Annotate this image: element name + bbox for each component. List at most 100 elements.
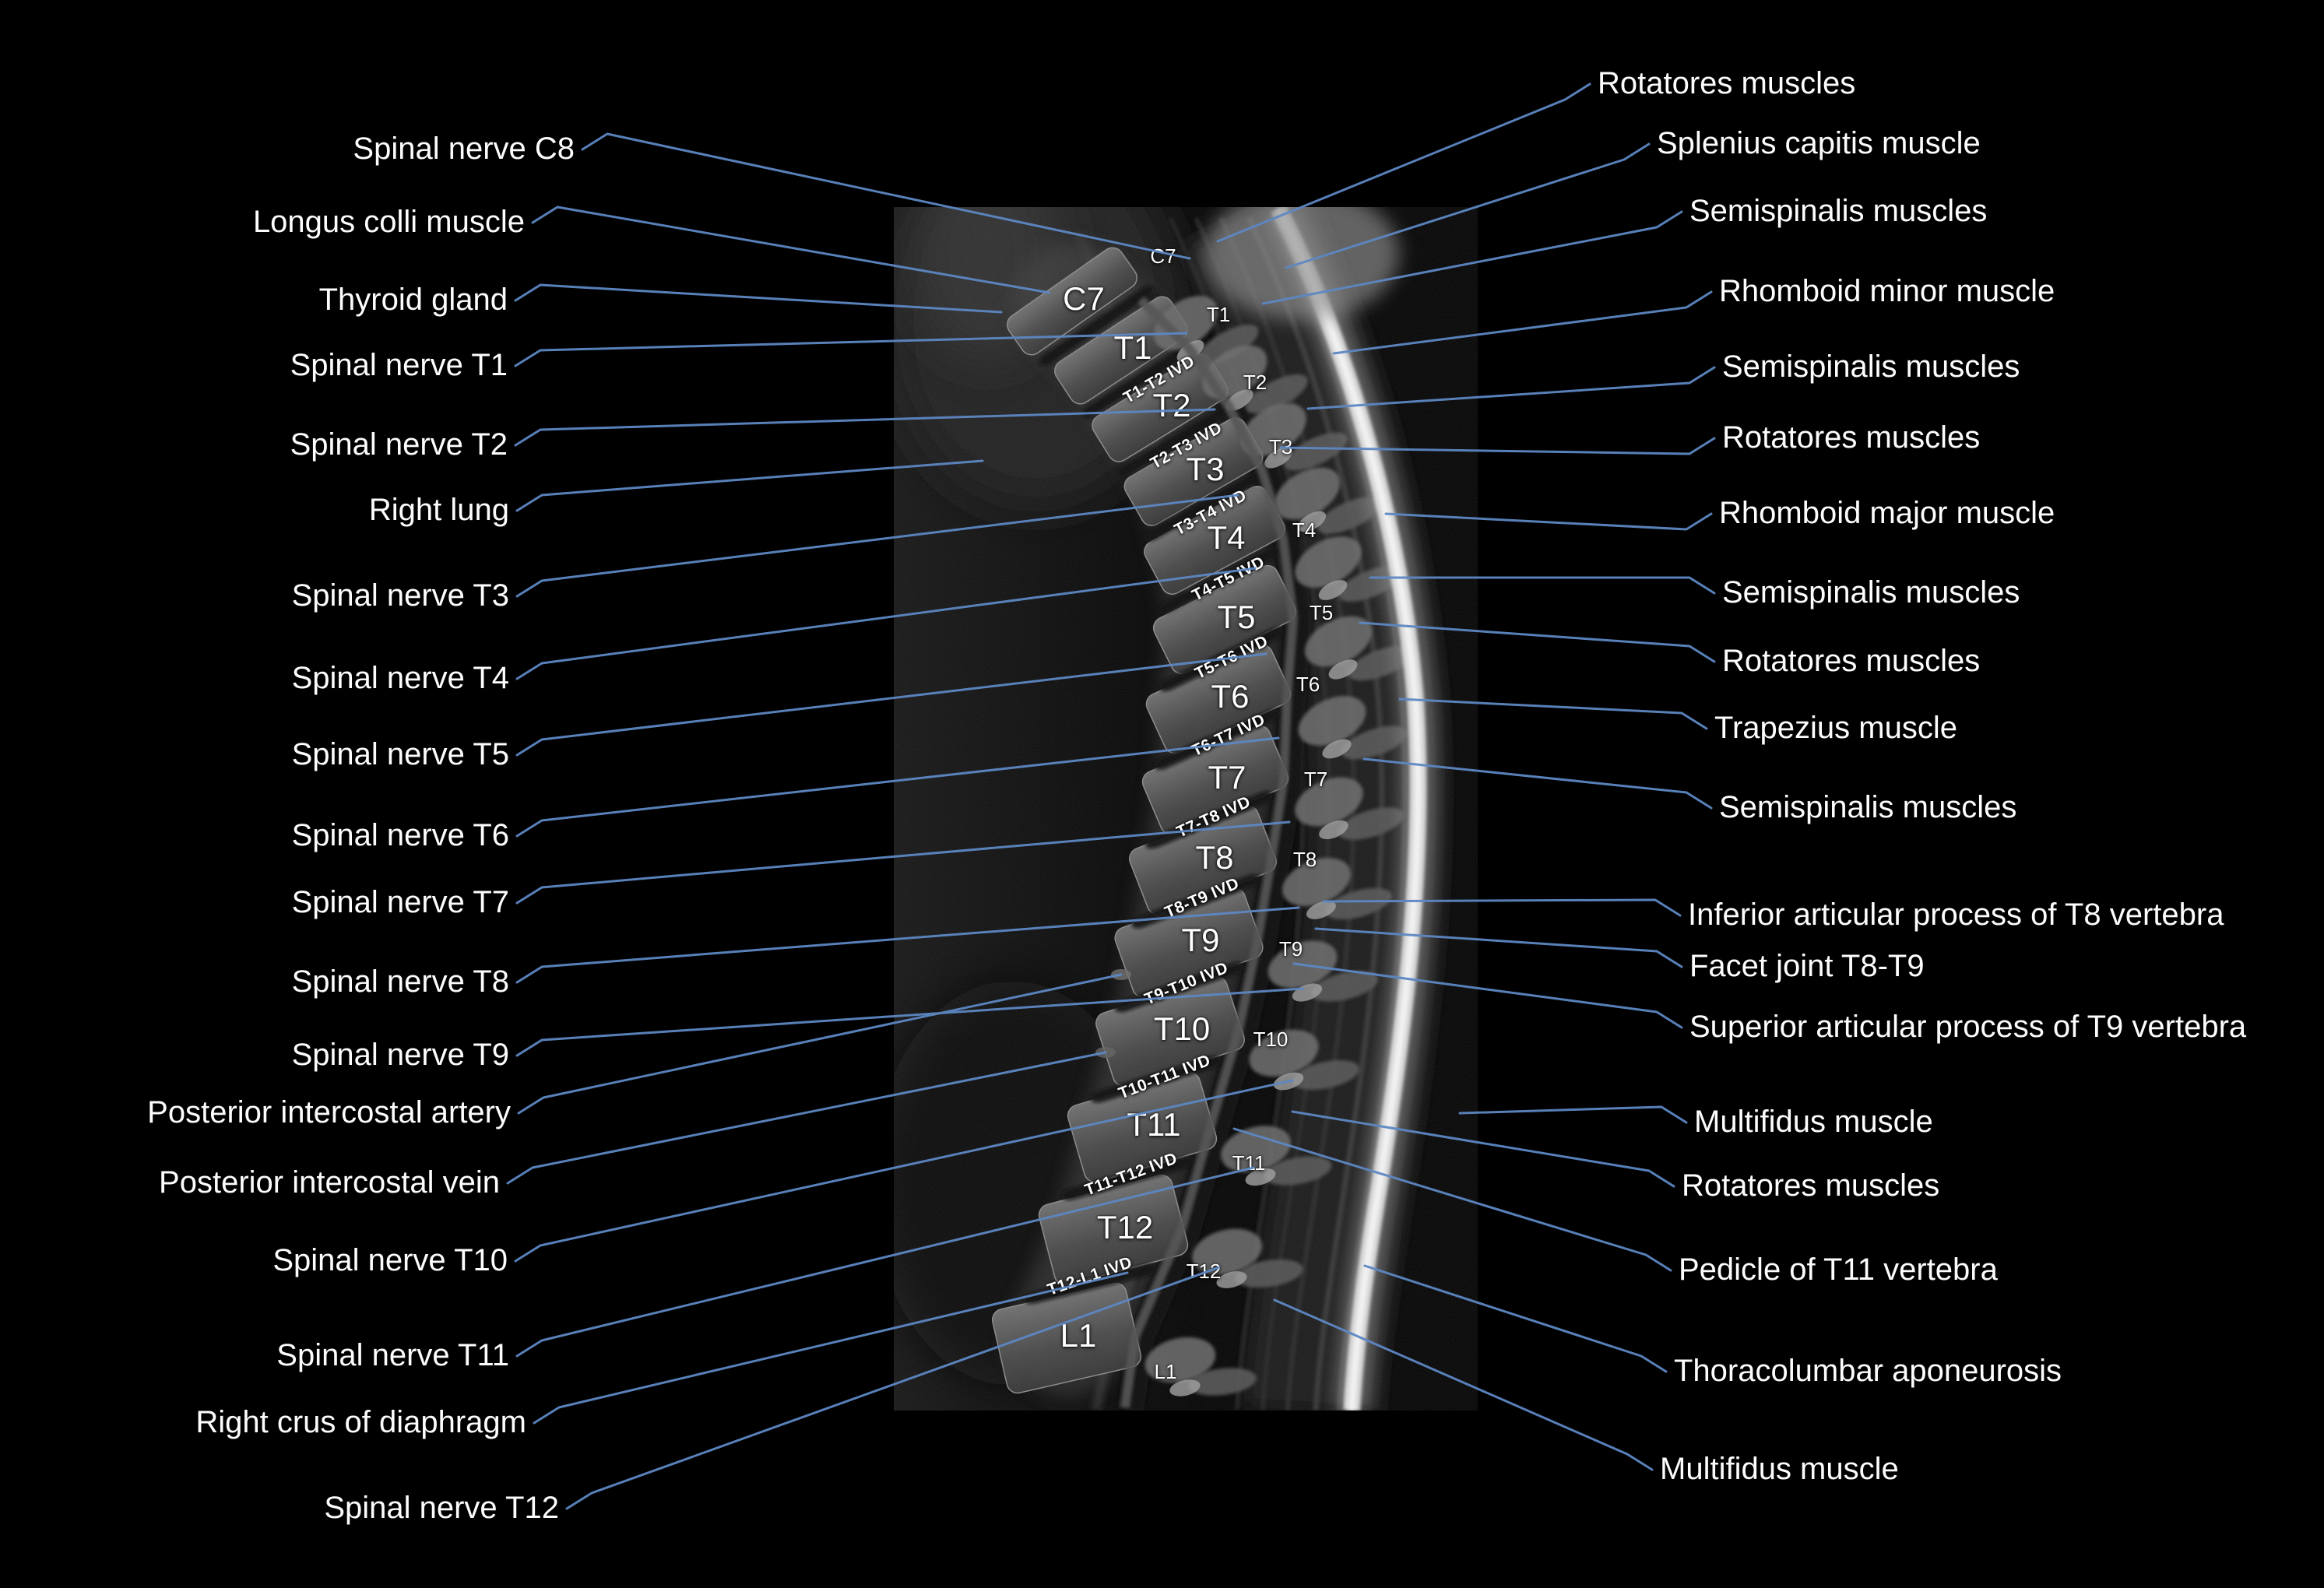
ivd-label: T11-T12 IVD [1082,1149,1180,1200]
leader-line [515,652,1267,757]
label-spinal-nerve-t8: Spinal nerve T8 [291,964,509,1000]
label-right-crus-of-diaphragm: Right crus of diaphragm [195,1405,526,1440]
label-spinal-nerve-t2: Spinal nerve T2 [290,427,508,462]
leader-line [1384,512,1713,531]
leader-line [1332,290,1713,355]
label-posterior-intercostal-artery: Posterior intercostal artery [147,1095,511,1130]
vertebra-body-label: C7 [1063,280,1105,318]
vertebra-body-label: L1 [1060,1317,1097,1354]
label-rotatores-muscles: Rotatores muscles [1598,66,1856,101]
spinous-process-label: T12 [1186,1259,1222,1283]
label-rotatores-muscles: Rotatores muscles [1682,1168,1940,1203]
label-longus-colli-muscle: Longus colli muscle [252,205,525,240]
leader-line [1273,1298,1654,1471]
leader-line [1279,437,1716,455]
leader-line [1362,757,1713,810]
ivd-label: T12-L1 IVD [1045,1253,1135,1299]
leader-line [1232,1127,1672,1272]
ivd-label: T10-T11 IVD [1116,1051,1214,1103]
label-spinal-nerve-t10: Spinal nerve T10 [272,1243,508,1278]
ivd-label: T8-T9 IVD [1162,874,1242,922]
spinous-process-label: C7 [1150,244,1176,268]
label-thoracolumbar-aponeurosis: Thoracolumbar aponeurosis [1674,1354,2062,1389]
leader-line [531,206,1051,294]
vertebra-body-label: T2 [1152,387,1191,424]
label-semispinalis-muscles: Semispinalis muscles [1719,790,2017,825]
leader-line [1359,621,1716,663]
label-semispinalis-muscles: Semispinalis muscles [1722,350,2020,385]
leader-line [514,283,1003,314]
label-spinal-nerve-t5: Spinal nerve T5 [291,737,509,772]
label-semispinalis-muscles: Semispinalis muscles [1689,194,1988,229]
spinous-process-label: L1 [1154,1359,1177,1383]
vertebra-body-label: T12 [1096,1209,1154,1246]
label-spinal-nerve-t1: Spinal nerve T1 [290,348,508,383]
leader-line [1363,1264,1668,1373]
label-posterior-intercostal-vein: Posterior intercostal vein [159,1165,500,1200]
leader-line [1292,962,1683,1029]
leader-line [1216,83,1591,243]
label-spinal-nerve-t11: Spinal nerve T11 [276,1338,509,1373]
ivd-label: T5-T6 IVD [1192,631,1271,683]
label-multifidus-muscle: Multifidus muscle [1660,1452,1899,1487]
label-thyroid-gland: Thyroid gland [318,283,508,318]
leader-line [533,1271,1129,1425]
leader-line [514,332,1188,367]
leader-line [515,567,1257,680]
leader-line [1261,210,1683,305]
leader-line [515,459,984,512]
label-pedicle-of-t11-vertebra: Pedicle of T11 vertebra [1679,1252,1998,1288]
leader-line [1314,927,1683,968]
leader-line [1458,1105,1688,1124]
label-right-lung: Right lung [368,493,509,528]
label-rhomboid-minor-muscle: Rhomboid minor muscle [1719,274,2055,309]
spinous-process-label: T2 [1243,370,1267,394]
spinous-process-label: T3 [1268,434,1293,458]
vertebra-body-label: T10 [1153,1010,1211,1048]
spinous-process-label: T11 [1232,1151,1266,1175]
label-multifidus-muscle: Multifidus muscle [1694,1105,1933,1140]
ivd-label: T6-T7 IVD [1188,710,1268,761]
label-spinal-nerve-t9: Spinal nerve T9 [291,1038,509,1073]
vertebra-body-label: T6 [1211,678,1250,715]
leader-line [515,494,1239,598]
spinous-process-label: T8 [1292,847,1317,871]
leader-line [1322,898,1682,917]
leader-line [1291,1110,1675,1188]
label-rotatores-muscles: Rotatores muscles [1722,420,1981,455]
ivd-label: T7-T8 IVD [1173,792,1253,841]
ivd-label: T4-T5 IVD [1189,553,1268,605]
spinous-process-label: T10 [1253,1027,1289,1051]
label-inferior-articular-process-of-t8-vertebra: Inferior articular process of T8 vertebr… [1688,898,2224,933]
ivd-label: T9-T10 IVD [1141,958,1231,1009]
leader-line [506,1051,1107,1185]
spinous-process-label: T9 [1278,936,1303,961]
label-splenius-capitis-muscle: Splenius capitis muscle [1657,126,1981,161]
spinous-process-label: T7 [1303,767,1328,791]
label-superior-articular-process-of-t9-vertebra: Superior articular process of T9 vertebr… [1689,1010,2247,1045]
spinous-process-label: T4 [1292,518,1317,542]
vertebra-body-label: T1 [1113,329,1152,367]
label-spinal-nerve-t4: Spinal nerve T4 [291,661,509,696]
vertebra-body-label: T7 [1208,759,1246,796]
leader-line [514,408,1216,447]
leader-line [515,1166,1255,1358]
leader-line [515,820,1291,905]
label-facet-joint-t8-t9: Facet joint T8-T9 [1689,949,1925,984]
vertebra-body-label: T3 [1186,451,1225,488]
vertebra-body-label: T4 [1207,519,1246,557]
label-rhomboid-major-muscle: Rhomboid major muscle [1719,496,2055,531]
spinous-process-label: T1 [1206,302,1231,326]
leader-line [1285,142,1651,269]
spinous-process-label: T6 [1296,672,1320,696]
label-spinal-nerve-t6: Spinal nerve T6 [291,818,509,853]
spinous-process-label: T5 [1309,600,1334,624]
leader-line [1306,366,1716,410]
leader-line [1398,697,1708,730]
leader-line [517,973,1123,1115]
label-trapezius-muscle: Trapezius muscle [1714,711,1957,746]
label-spinal-nerve-t12: Spinal nerve T12 [324,1491,559,1526]
leader-line [1369,576,1716,595]
vertebra-body-label: T8 [1195,839,1234,877]
